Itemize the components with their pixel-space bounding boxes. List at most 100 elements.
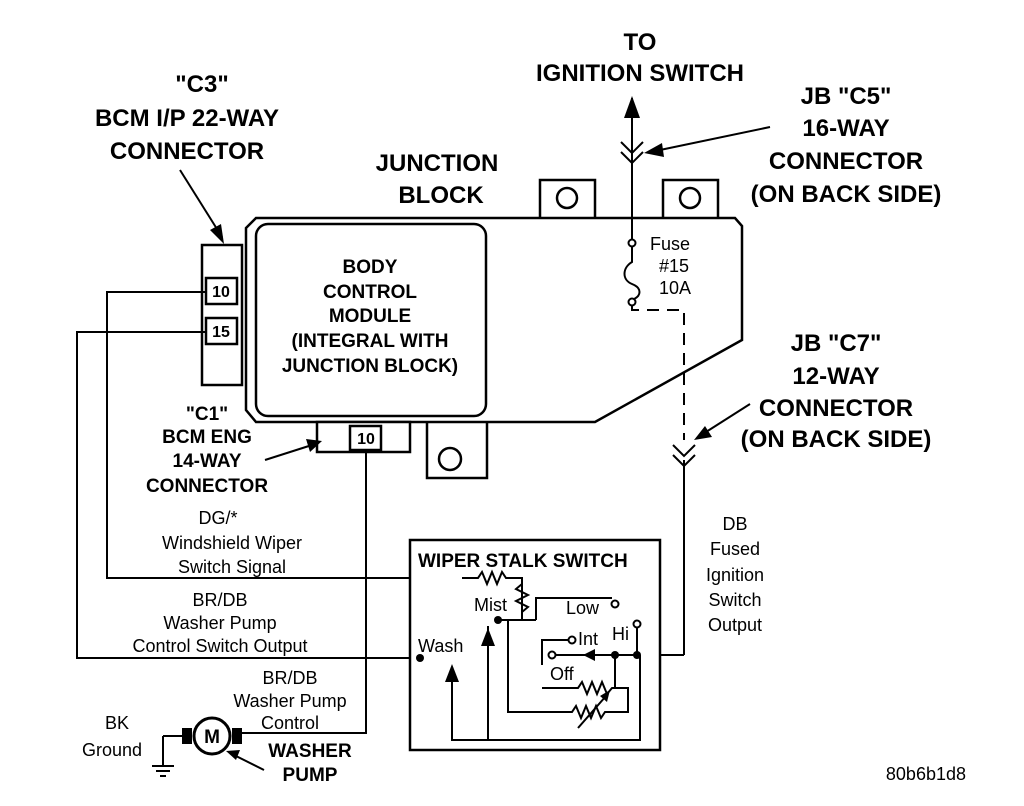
fuse-label-line3: 10A	[659, 278, 691, 298]
c7-label-line1: JB "C7"	[791, 330, 882, 357]
c5-connector-symbol	[620, 141, 644, 165]
dg-label-line2: Windshield Wiper	[162, 533, 302, 553]
mounting-hole-icon	[555, 186, 579, 210]
db-label-line1: DB	[722, 514, 747, 534]
db-label-line5: Output	[708, 615, 762, 635]
top-tab-left	[538, 178, 597, 222]
mist-contact-node	[494, 616, 502, 624]
bcm-box	[254, 222, 488, 418]
c7-label-line4: (ON BACK SIDE)	[741, 426, 932, 453]
c5-label-line4: (ON BACK SIDE)	[751, 181, 942, 208]
fuse-output-dashed-wire	[631, 305, 685, 440]
pump-leader-line	[233, 754, 265, 771]
pump-terminal-right	[232, 728, 242, 744]
c7-leader-line	[705, 403, 751, 433]
c3-pin-15-box	[204, 316, 239, 346]
c3-connector-body	[200, 243, 244, 387]
off-label: Off	[550, 664, 575, 684]
c1-pin-10-box	[348, 424, 383, 452]
brdb1-label-line1: BR/DB	[192, 590, 247, 610]
motor-icon	[192, 716, 232, 756]
c1-leader-line	[264, 444, 313, 461]
c3-connector	[200, 243, 244, 387]
ground-label-line1: BK	[105, 713, 129, 733]
figure-id: 80b6b1d8	[886, 764, 966, 784]
junction-block-label-line2: BLOCK	[398, 182, 484, 209]
c1-leader-arrow	[306, 439, 322, 452]
brdb1-label-line3: Control Switch Output	[132, 636, 307, 656]
pump-leader-arrow	[226, 750, 240, 760]
bcm-label-line5: JUNCTION BLOCK)	[282, 356, 458, 377]
ignition-label-line2: IGNITION SWITCH	[536, 60, 744, 87]
c1-label-line1: "C1"	[186, 404, 228, 425]
resistor-top-icon	[462, 569, 523, 620]
c5-label-line3: CONNECTOR	[769, 148, 923, 175]
fuse-label-line2: #15	[659, 256, 689, 276]
c3-label-line2: BCM I/P 22-WAY	[95, 105, 279, 132]
brdb1-label-line2: Washer Pump	[163, 613, 276, 633]
c1-label-line3: 14-WAY	[173, 451, 242, 472]
off-contact-terminal	[547, 650, 557, 660]
c3-pin-15: 15	[212, 324, 230, 341]
bcm-label-line3: MODULE	[329, 306, 411, 327]
junction-block	[244, 178, 744, 480]
switch-bottom-bus	[451, 655, 641, 741]
brdb2-label-line1: BR/DB	[262, 668, 317, 688]
mist-return-wire	[507, 620, 562, 713]
wash-arrow-icon	[445, 664, 459, 682]
dg-label-line1: DG/*	[198, 508, 237, 528]
fuse-element-icon	[623, 247, 641, 301]
bcm-label-line1: BODY	[343, 257, 398, 278]
dg-label-line3: Switch Signal	[178, 557, 286, 577]
c3-label-line1: "C3"	[175, 71, 228, 98]
mist-label: Mist	[474, 595, 507, 615]
c5-label-line1: JB "C5"	[801, 83, 892, 110]
c7-leader-arrow	[694, 426, 712, 440]
low-contact-wire	[535, 597, 612, 620]
mist-arrow-icon	[481, 628, 495, 646]
c7-label-line3: CONNECTOR	[759, 395, 913, 422]
int-wire	[541, 639, 568, 665]
variable-resistor-arrow-head	[600, 690, 610, 702]
c1-connector	[315, 420, 412, 454]
delay-circuit-wire	[614, 655, 629, 713]
brdb2-label-line3: Control	[261, 713, 319, 733]
low-contact-terminal	[610, 599, 620, 609]
c1-label-line4: CONNECTOR	[146, 476, 268, 497]
top-tab-right	[661, 178, 720, 222]
int-contact-terminal	[567, 635, 577, 645]
brdb-washer-pump-control-wire	[232, 450, 367, 734]
selector-arrow-icon	[583, 649, 595, 661]
bcm-label-line2: CONTROL	[323, 282, 417, 303]
c3-leader-line	[179, 169, 223, 238]
wash-label: Wash	[418, 636, 463, 656]
ignition-label-line1: TO	[624, 29, 657, 56]
low-label: Low	[566, 598, 600, 618]
c1-label-line2: BCM ENG	[162, 427, 252, 448]
c3-pin-10: 10	[212, 284, 230, 301]
pump-label-line1: WASHER	[268, 741, 352, 762]
fuse-label-line1: Fuse	[650, 234, 690, 254]
db-label-line3: Ignition	[706, 565, 764, 585]
db-label-line4: Switch	[708, 590, 761, 610]
hi-contact-terminal	[632, 619, 642, 629]
resistor-mist-icon	[513, 583, 531, 613]
int-label: Int	[578, 629, 598, 649]
wiper-switch-internals	[416, 569, 642, 741]
junction-block-label-line1: JUNCTION	[376, 150, 499, 177]
variable-resistor-arrow-shaft	[577, 695, 607, 729]
fuse-terminal-top	[627, 238, 637, 248]
c3-leader-arrow	[210, 224, 224, 244]
dg-wiper-signal-wire	[106, 291, 462, 579]
c5-leader-line	[659, 126, 771, 151]
c3-label-line3: CONNECTOR	[110, 138, 264, 165]
fuse-terminal-bottom	[627, 297, 637, 307]
motor-symbol: M	[204, 727, 220, 748]
mounting-hole-icon	[437, 446, 463, 472]
brdb-washer-switch-output-wire	[76, 331, 420, 659]
brdb2-label-line2: Washer Pump	[233, 691, 346, 711]
pump-label-line2: PUMP	[283, 765, 338, 786]
wiper-switch-title: WIPER STALK SWITCH	[418, 551, 628, 572]
c5-leader-arrow	[644, 143, 664, 157]
